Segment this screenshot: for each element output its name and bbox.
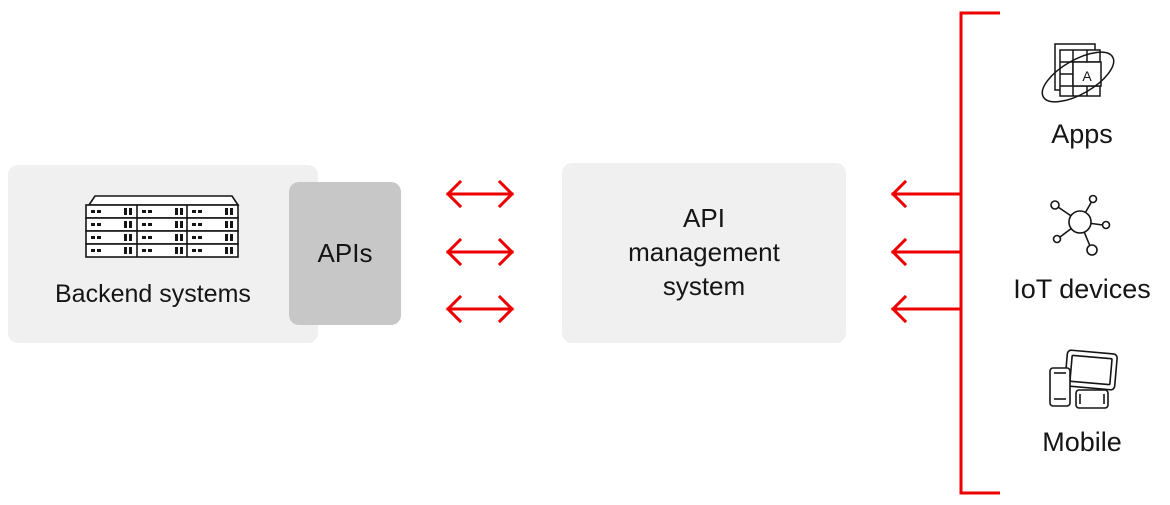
left-arrow-2 bbox=[890, 237, 963, 267]
client-label-mobile: Mobile bbox=[1042, 427, 1122, 457]
left-arrow-3 bbox=[890, 294, 963, 324]
bidirectional-arrow-1 bbox=[445, 179, 515, 209]
api-management-label: API management system bbox=[628, 202, 780, 303]
api-management-line-2: management bbox=[628, 237, 780, 268]
bidirectional-arrow-2 bbox=[445, 237, 515, 267]
api-management-box: API management system bbox=[562, 163, 846, 343]
client-label-iot-devices: IoT devices bbox=[1013, 274, 1151, 304]
api-management-line-1: API bbox=[683, 203, 725, 234]
bidirectional-arrow-3 bbox=[445, 294, 515, 324]
api-management-line-3: system bbox=[662, 270, 746, 301]
svg-text:A: A bbox=[1082, 68, 1092, 84]
client-label-apps: Apps bbox=[1051, 119, 1113, 149]
left-arrow-1 bbox=[890, 179, 963, 209]
apis-label: APIs bbox=[317, 238, 373, 268]
apis-box: APIs bbox=[289, 182, 401, 325]
backend-systems-label: Backend systems bbox=[55, 280, 251, 308]
